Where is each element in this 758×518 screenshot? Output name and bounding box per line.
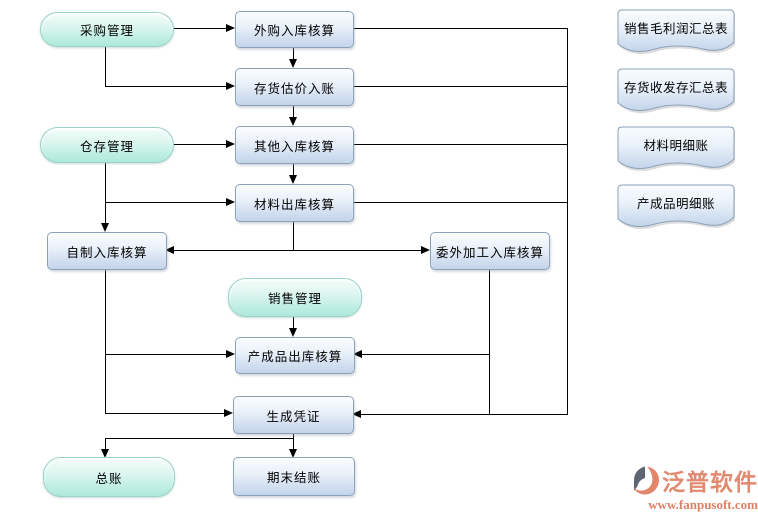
node-generate-voucher: 生成凭证 bbox=[233, 396, 354, 434]
arrowhead bbox=[421, 246, 430, 254]
connector bbox=[293, 432, 294, 439]
node-label: 产成品出库核算 bbox=[247, 349, 343, 364]
connector bbox=[352, 86, 568, 87]
node-outsourced-processing-inbound-accounting: 委外加工入库核算 bbox=[430, 232, 550, 270]
arrowhead bbox=[226, 82, 235, 90]
connector bbox=[174, 250, 421, 251]
arrowhead bbox=[289, 449, 297, 458]
arrowhead bbox=[289, 328, 297, 337]
arrowhead bbox=[224, 409, 233, 417]
node-label: 自制入库核算 bbox=[66, 244, 148, 260]
connector bbox=[293, 315, 294, 328]
connector bbox=[361, 414, 568, 415]
arrowhead bbox=[101, 449, 109, 458]
connector bbox=[105, 413, 224, 414]
report-label: 销售毛利润汇总表 bbox=[623, 20, 728, 36]
node-warehouse-management: 仓存管理 bbox=[40, 127, 174, 163]
connector bbox=[352, 144, 568, 145]
brand-name: 泛普软件 bbox=[662, 470, 758, 496]
connector bbox=[352, 28, 568, 29]
arrowhead bbox=[353, 350, 362, 358]
node-inventory-estimate-entry: 存货估价入账 bbox=[235, 68, 354, 106]
connector bbox=[293, 162, 294, 175]
connector bbox=[105, 161, 106, 223]
connector bbox=[172, 28, 226, 29]
fanpu-logo-icon bbox=[633, 466, 660, 495]
node-label: 存货估价入账 bbox=[253, 80, 335, 96]
connector bbox=[105, 202, 226, 203]
arrowhead bbox=[289, 175, 297, 184]
connector bbox=[172, 144, 226, 145]
node-purchase-management: 采购管理 bbox=[40, 12, 174, 47]
connector bbox=[352, 202, 568, 203]
connector bbox=[293, 104, 294, 117]
arrowhead bbox=[165, 246, 174, 254]
connector bbox=[105, 268, 106, 414]
arrowhead bbox=[101, 223, 109, 232]
report-finished-goods-detail-ledger: 产成品明细账 bbox=[617, 184, 735, 230]
arrowhead bbox=[226, 140, 235, 148]
node-label: 生成凭证 bbox=[266, 408, 321, 424]
report-sales-gross-profit-summary: 销售毛利润汇总表 bbox=[617, 9, 735, 55]
node-period-end-closing: 期末结账 bbox=[233, 457, 355, 496]
node-label: 采购管理 bbox=[79, 23, 134, 38]
document-shape bbox=[617, 126, 735, 172]
arrowhead bbox=[226, 24, 235, 32]
document-shape bbox=[617, 9, 735, 55]
connector bbox=[293, 438, 294, 449]
node-label: 材料出库核算 bbox=[253, 196, 335, 212]
report-label: 材料明细账 bbox=[643, 137, 709, 153]
node-label: 仓存管理 bbox=[79, 138, 134, 154]
connector bbox=[489, 268, 490, 415]
document-shape bbox=[617, 68, 735, 114]
brand-website: www.fanpusoft.com bbox=[648, 497, 758, 512]
node-label: 其他入库核算 bbox=[253, 138, 335, 154]
node-label: 期末结账 bbox=[266, 470, 321, 485]
arrowhead bbox=[226, 350, 235, 358]
node-label: 外购入库核算 bbox=[253, 23, 335, 38]
connector bbox=[293, 220, 294, 251]
report-label: 存货收发存汇总表 bbox=[623, 79, 728, 95]
connector bbox=[105, 354, 226, 355]
node-general-ledger: 总账 bbox=[43, 457, 175, 497]
connector bbox=[362, 354, 489, 355]
node-sales-management: 销售管理 bbox=[228, 278, 362, 317]
node-self-made-inbound-accounting: 自制入库核算 bbox=[47, 232, 167, 270]
arrowhead bbox=[289, 117, 297, 126]
report-label: 产成品明细账 bbox=[636, 195, 715, 211]
connector bbox=[105, 438, 106, 449]
connector bbox=[105, 86, 226, 87]
arrowhead bbox=[352, 410, 361, 418]
report-material-detail-ledger: 材料明细账 bbox=[617, 126, 735, 172]
arrowhead bbox=[289, 59, 297, 68]
connector bbox=[105, 438, 294, 439]
node-material-outbound-accounting: 材料出库核算 bbox=[235, 184, 354, 222]
document-shape bbox=[617, 184, 735, 230]
node-label: 委外加工入库核算 bbox=[435, 244, 544, 260]
node-other-inbound-accounting: 其他入库核算 bbox=[235, 126, 354, 164]
node-label: 总账 bbox=[95, 470, 123, 486]
brand-logo: 泛普软件 www.fanpusoft.com bbox=[618, 463, 758, 513]
report-inventory-in-out-balance-summary: 存货收发存汇总表 bbox=[617, 68, 735, 114]
node-label: 销售管理 bbox=[267, 291, 322, 306]
arrowhead bbox=[226, 198, 235, 206]
connector bbox=[567, 28, 568, 415]
connector bbox=[105, 45, 106, 86]
node-purchased-inbound-accounting: 外购入库核算 bbox=[235, 11, 354, 48]
node-finished-goods-outbound-accounting: 产成品出库核算 bbox=[235, 337, 355, 374]
connector bbox=[293, 46, 294, 59]
